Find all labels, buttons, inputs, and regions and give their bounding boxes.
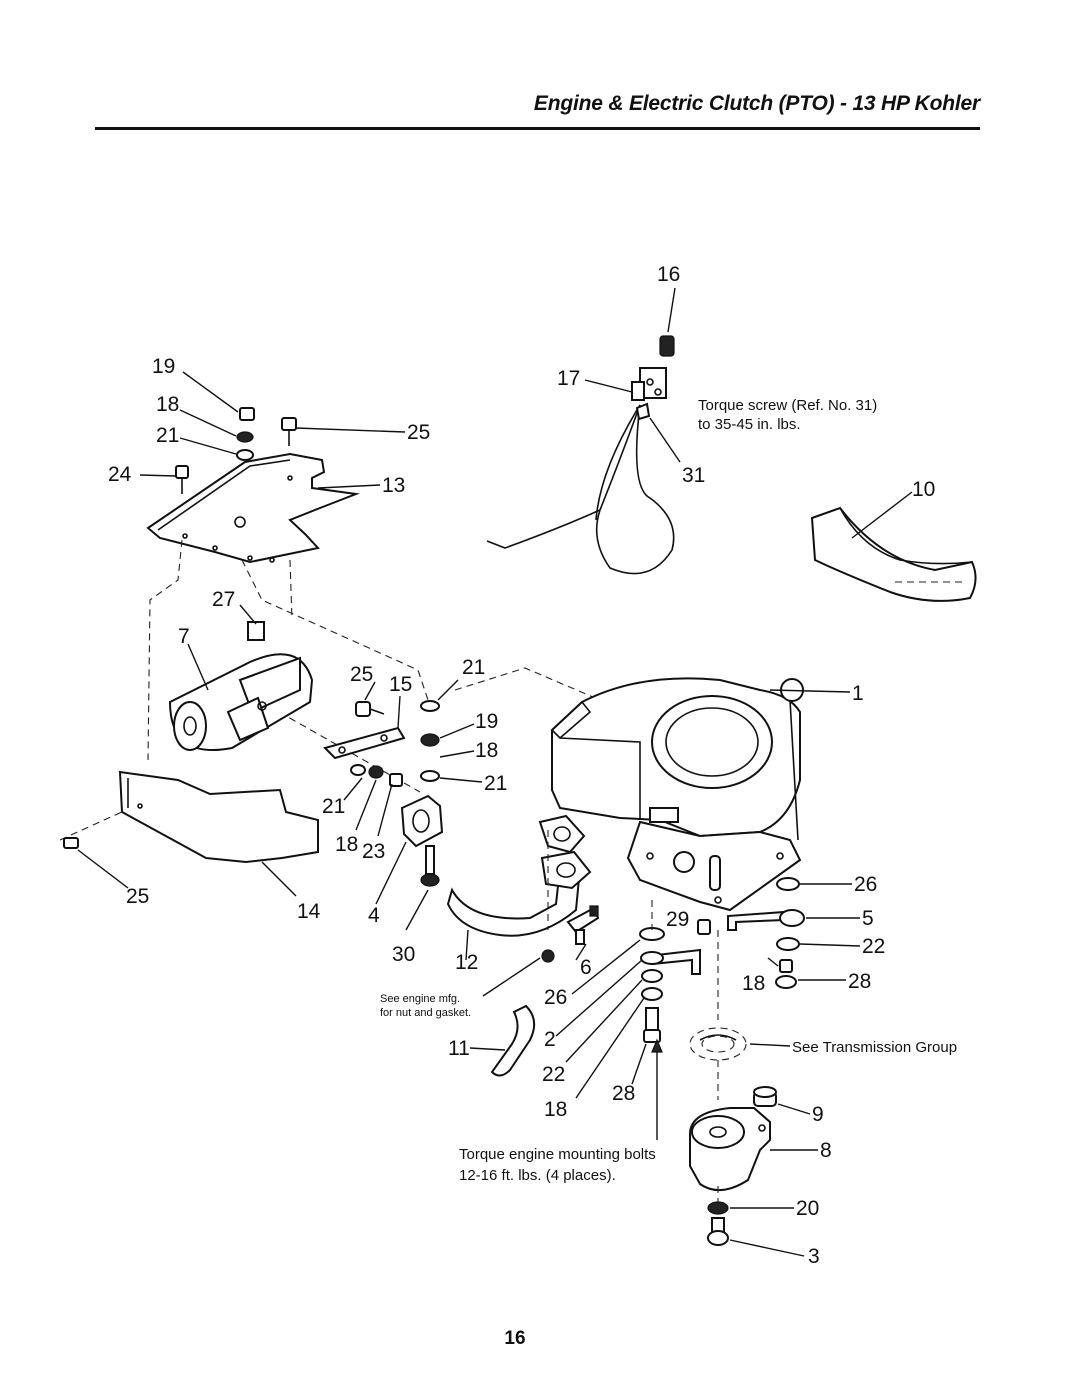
mounting-bolts-note-line1: Torque engine mounting bolts	[459, 1146, 656, 1163]
engine	[550, 677, 804, 912]
exhaust-gasket	[400, 794, 444, 848]
callout-21b: 21	[462, 656, 485, 679]
callout-16: 16	[657, 263, 680, 286]
callout-26b: 26	[544, 986, 567, 1009]
callout-18c: 18	[335, 833, 358, 856]
callout-19b: 19	[475, 710, 498, 733]
heat-shield	[118, 770, 319, 864]
callout-22a: 22	[862, 935, 885, 958]
callout-26a: 26	[854, 873, 877, 896]
callout-1: 1	[852, 682, 864, 705]
belt-guard	[810, 506, 977, 602]
callout-13: 13	[382, 474, 405, 497]
plate-hardware	[175, 407, 297, 494]
callout-8: 8	[820, 1139, 832, 1162]
engine-mfg-note-line1: See engine mfg.	[380, 993, 460, 1005]
throttle-knob	[659, 335, 675, 357]
callout-17: 17	[557, 367, 580, 390]
page-number: 16	[504, 1328, 526, 1349]
electric-clutch	[689, 1086, 777, 1191]
torque-screw-note-line1: Torque screw (Ref. No. 31)	[698, 397, 877, 414]
mounting-bolts-note-line2: 12-16 ft. lbs. (4 places).	[459, 1167, 616, 1184]
callout-23: 23	[362, 840, 385, 863]
muffler-bracket	[323, 701, 406, 760]
callout-21d: 21	[322, 795, 345, 818]
callout-28a: 28	[848, 970, 871, 993]
callout-5: 5	[862, 907, 874, 930]
callout-25c: 25	[126, 885, 149, 908]
page-title: Engine & Electric Clutch (PTO) - 13 HP K…	[533, 92, 980, 115]
callout-11: 11	[448, 1037, 470, 1060]
callout-12: 12	[455, 951, 478, 974]
callout-22b: 22	[542, 1063, 565, 1086]
callout-14: 14	[297, 900, 321, 923]
callout-24: 24	[108, 463, 132, 486]
fuel-line	[490, 1004, 536, 1077]
callout-20: 20	[796, 1197, 819, 1220]
callout-18e: 18	[544, 1098, 567, 1121]
transmission-pulley	[689, 1027, 747, 1061]
callout-30: 30	[392, 943, 415, 966]
callout-4: 4	[368, 904, 380, 927]
callout-21c: 21	[484, 772, 507, 795]
cable-retainer	[727, 910, 785, 931]
throttle-cable-assembly	[486, 335, 675, 575]
callout-15: 15	[389, 673, 412, 696]
transmission-group-note: See Transmission Group	[792, 1039, 957, 1056]
callout-27: 27	[212, 588, 235, 611]
fuel-fitting	[566, 905, 600, 945]
callout-6: 6	[580, 956, 592, 979]
callout-19a: 19	[152, 355, 175, 378]
callout-25a: 25	[407, 421, 430, 444]
muffler	[168, 653, 314, 752]
callout-21a: 21	[156, 424, 179, 447]
callout-9: 9	[812, 1103, 824, 1126]
callout-10: 10	[912, 478, 935, 501]
exhaust-pipe	[446, 814, 592, 937]
callout-18b: 18	[475, 739, 498, 762]
callout-7: 7	[178, 625, 190, 648]
callout-25b: 25	[350, 663, 373, 686]
callout-31: 31	[682, 464, 705, 487]
callout-18a: 18	[156, 393, 179, 416]
callout-28b: 28	[612, 1082, 635, 1105]
torque-screw-note-line2: to 35-45 in. lbs.	[698, 416, 801, 433]
mounting-plate	[146, 452, 360, 564]
callout-18d: 18	[742, 972, 765, 995]
muffler-clamp	[247, 621, 265, 641]
callout-29: 29	[666, 908, 689, 931]
callout-2: 2	[544, 1028, 556, 1051]
engine-mfg-note-line2: for nut and gasket.	[380, 1007, 471, 1019]
title-rule	[95, 127, 980, 130]
callout-3: 3	[808, 1245, 820, 1268]
